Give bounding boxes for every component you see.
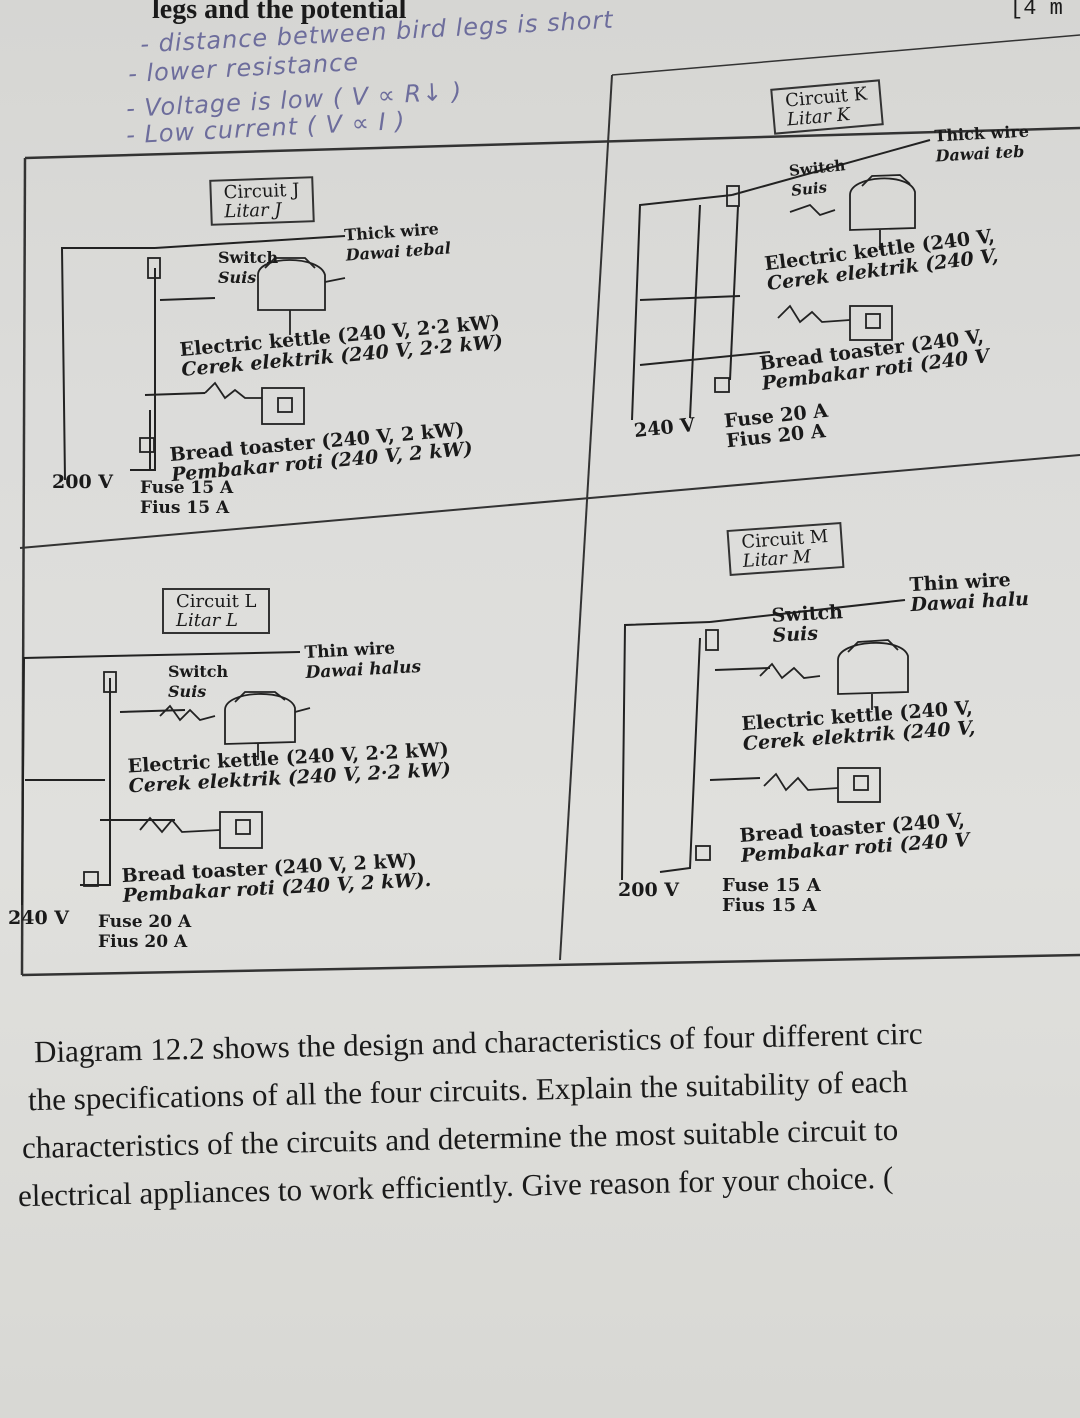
circuit-m-wiring	[621, 599, 906, 881]
marks-label: [4 m	[1010, 0, 1063, 21]
circuit-l-voltage: 240 V	[8, 907, 70, 929]
page-header-text: legs and the potential	[152, 0, 407, 25]
circuit-m-voltage: 200 V	[618, 879, 680, 901]
circuit-k-wiring	[631, 139, 931, 421]
circuit-l-wiring	[21, 651, 301, 906]
circuit-j-wiring	[60, 235, 346, 481]
circuit-j-voltage: 200 V	[52, 471, 114, 493]
